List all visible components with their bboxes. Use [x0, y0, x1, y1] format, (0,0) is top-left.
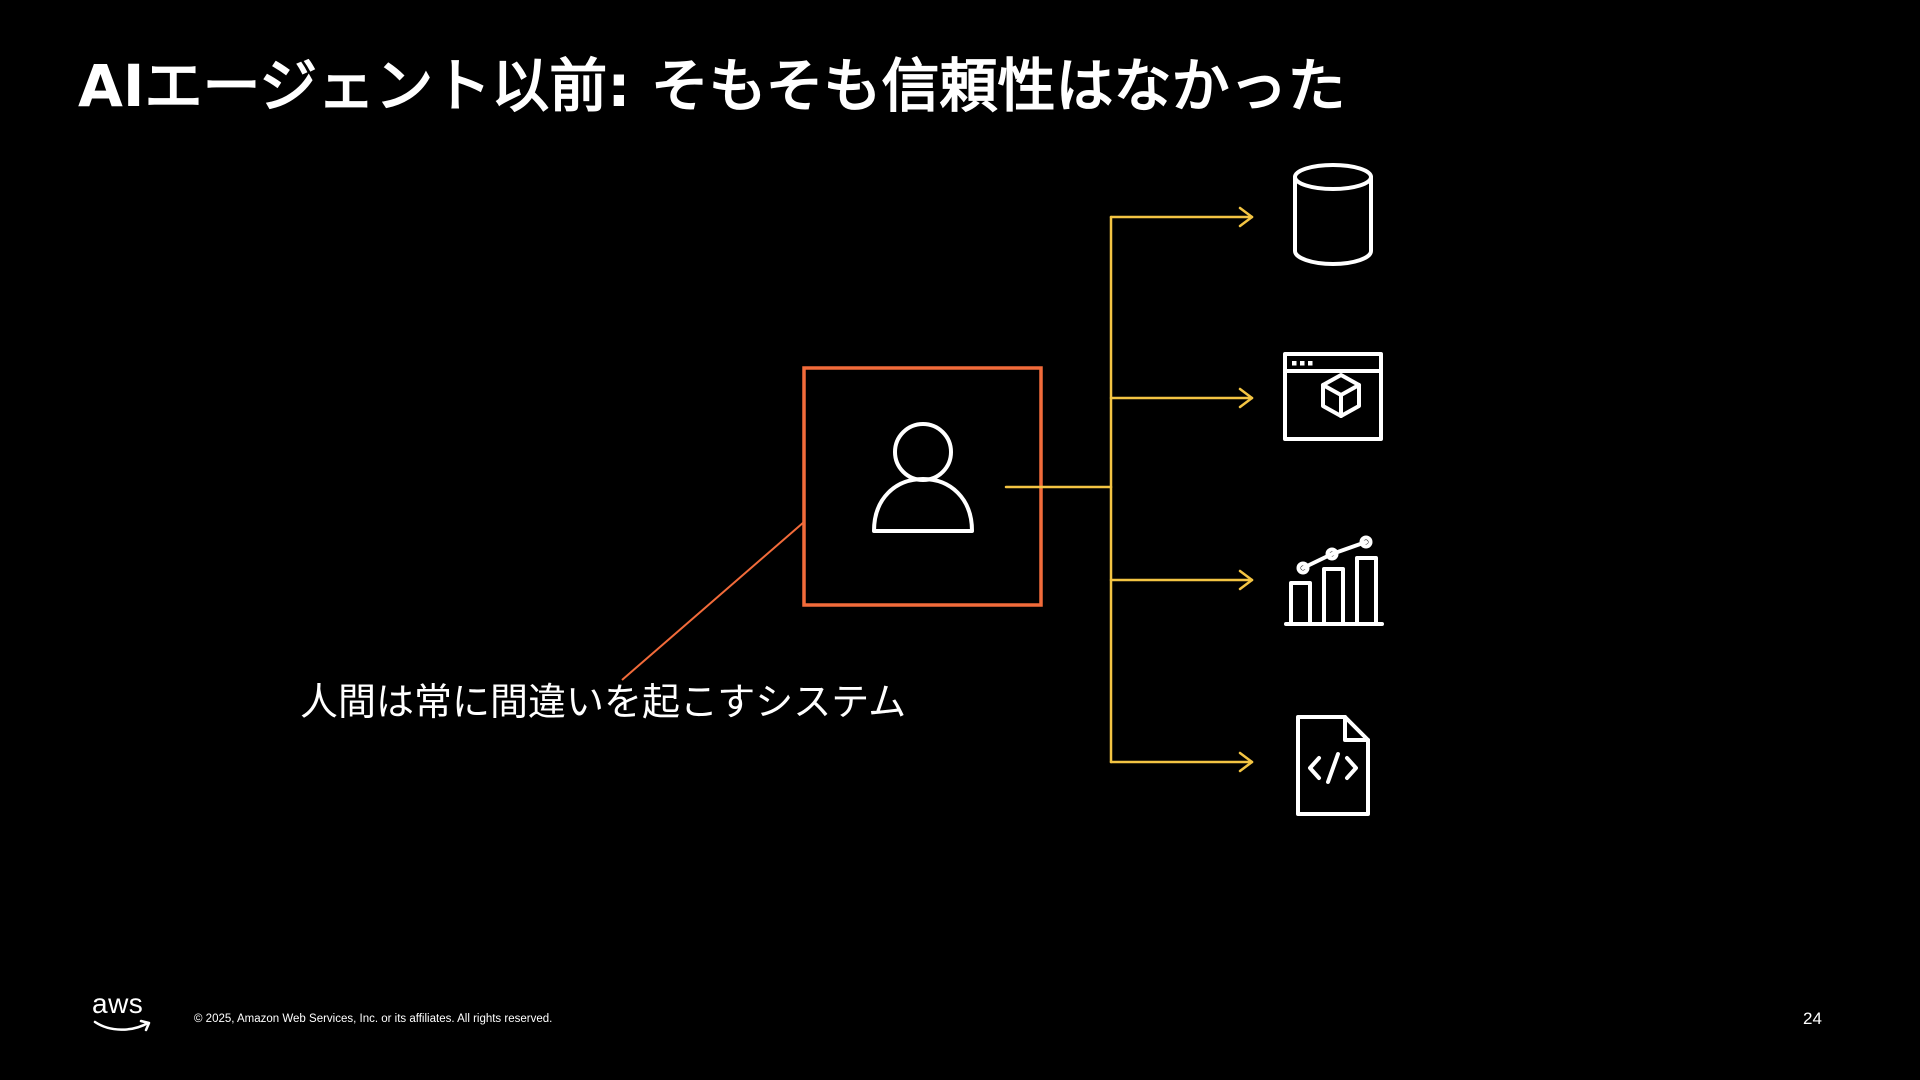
aws-smile-icon — [93, 1019, 151, 1032]
callout-line — [621, 521, 805, 681]
arrowhead-2 — [1238, 387, 1254, 409]
database-icon — [1293, 163, 1373, 266]
page-number: 24 — [1803, 1009, 1822, 1028]
aws-logo: aws — [92, 990, 154, 1036]
window-dots — [1292, 361, 1313, 366]
diagram-caption: 人間は常に間違いを起こすシステム — [300, 680, 907, 724]
aws-logo-text: aws — [92, 988, 144, 1019]
copyright-text: © 2025, Amazon Web Services, Inc. or its… — [194, 1013, 553, 1025]
arrowhead-1 — [1238, 206, 1254, 228]
application-window-icon — [1283, 352, 1383, 441]
slide-title: AIエージェント以前: そもそも信頼性はなかった — [78, 52, 1346, 120]
arrowhead-4 — [1238, 751, 1254, 773]
user-icon — [872, 422, 974, 533]
arrowhead-3 — [1238, 569, 1254, 591]
code-file-icon — [1296, 715, 1370, 816]
analytics-chart-icon — [1284, 535, 1384, 626]
connector-lines — [1004, 206, 1254, 773]
